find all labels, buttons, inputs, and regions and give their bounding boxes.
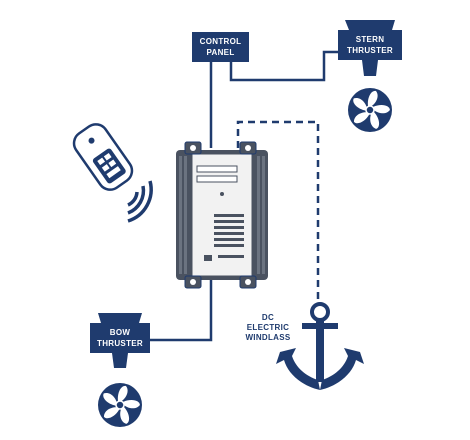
- windlass-label: DC ELECTRIC WINDLASS: [245, 313, 290, 342]
- wire-control-to-stern: [229, 50, 340, 82]
- wireless-signal-icon: [127, 180, 153, 223]
- bow-thruster-motor-icon: [98, 313, 142, 323]
- stern-thruster: STERN THRUSTER: [338, 20, 402, 133]
- remote-control-icon: [72, 123, 134, 191]
- control-panel-label-1: CONTROL: [200, 37, 242, 46]
- control-panel-label-2: PANEL: [206, 48, 234, 57]
- bow-thruster-label-2: THRUSTER: [97, 339, 143, 348]
- anchor-icon: [276, 302, 364, 390]
- propeller-icon: [97, 382, 143, 428]
- stern-thruster-motor-icon: [345, 20, 395, 30]
- control-box-icon: [176, 141, 268, 289]
- propeller-icon: [347, 87, 393, 133]
- control-panel-box: CONTROL PANEL: [192, 32, 249, 62]
- bow-thruster: BOW THRUSTER: [90, 313, 150, 428]
- windlass-label-1: DC: [262, 313, 274, 322]
- wire-box-to-windlass: [236, 120, 320, 300]
- windlass-label-3: WINDLASS: [245, 333, 290, 342]
- wire-box-to-bow: [146, 280, 213, 342]
- stern-thruster-label-2: THRUSTER: [347, 46, 393, 55]
- bow-thruster-label-1: BOW: [110, 328, 131, 337]
- stern-thruster-label-1: STERN: [356, 35, 385, 44]
- windlass-label-2: ELECTRIC: [247, 323, 289, 332]
